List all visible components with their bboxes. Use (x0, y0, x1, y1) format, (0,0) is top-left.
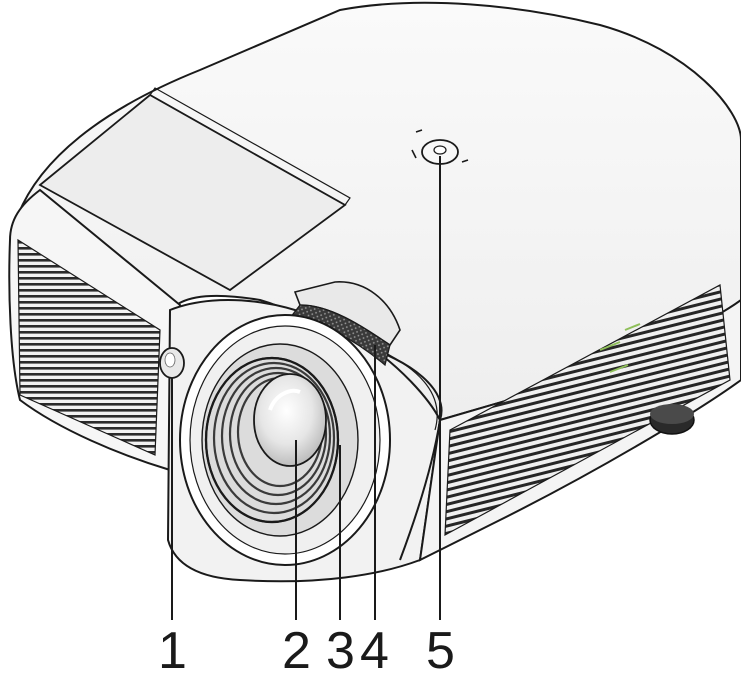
callout-leader-lines (171, 156, 441, 620)
left-vent-grille (17, 238, 161, 456)
right-vent-grille (444, 284, 731, 537)
power-button-icon (411, 129, 469, 165)
vent-accent-marks (599, 323, 641, 373)
callout-label-1: 1 (158, 622, 187, 675)
callout-label-4: 4 (360, 622, 389, 675)
callout-label-2: 2 (282, 622, 311, 675)
callout-label-5: 5 (426, 622, 455, 675)
callout-label-3: 3 (326, 622, 355, 675)
lens-glass (253, 373, 327, 467)
